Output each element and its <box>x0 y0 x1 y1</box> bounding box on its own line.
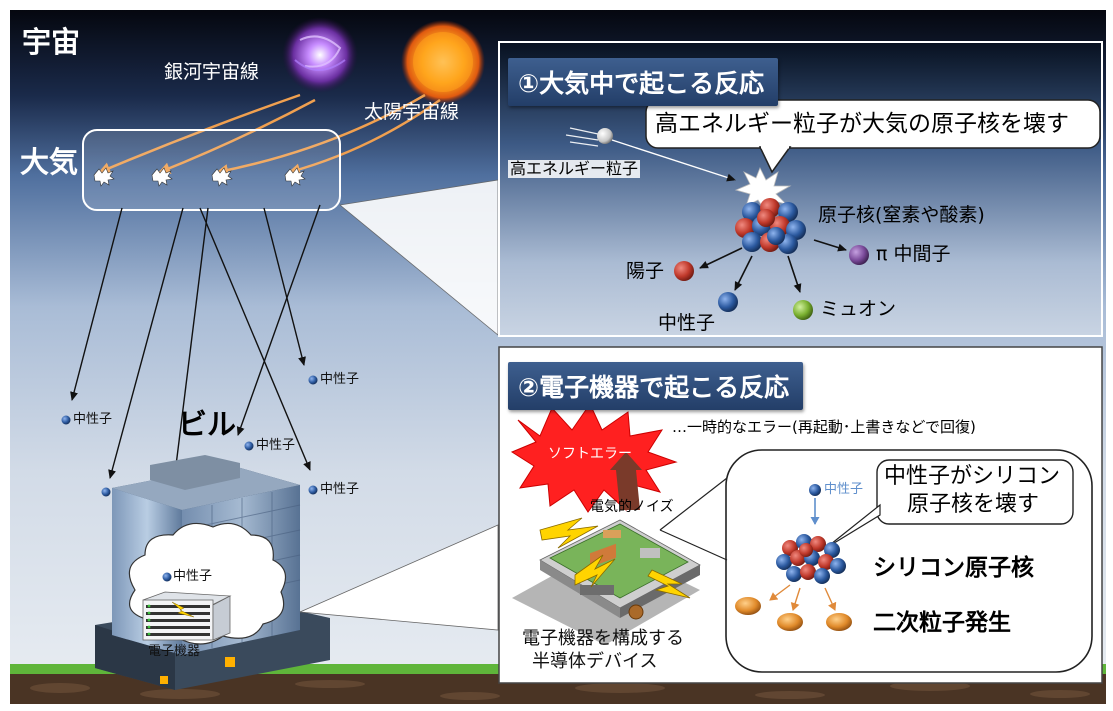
secondary-particle-arrows <box>769 584 837 611</box>
atmosphere-box <box>82 129 341 211</box>
label-space: 宇宙 <box>22 25 81 59</box>
pion-particle <box>849 245 869 265</box>
label-neutron-left3: 中性子 <box>256 438 296 453</box>
incoming-particle-arrow <box>611 139 736 182</box>
label-neutron-left4: 中性子 <box>320 482 360 497</box>
high-energy-particle-icon <box>565 127 613 147</box>
label-solar-cosmic-rays: 太陽宇宙線 <box>364 101 460 123</box>
label-neutron-p2: 中性子 <box>824 482 864 497</box>
reaction-arrows <box>699 239 847 293</box>
silicon-callout-tail <box>825 503 881 549</box>
label-proton: 陽子 <box>626 260 665 282</box>
panel2-connector <box>299 524 499 631</box>
label-neutron-left1: 中性子 <box>73 412 113 427</box>
cosmic-ray-arrow <box>158 98 316 174</box>
cosmic-ray-arrow <box>98 93 301 174</box>
panel1-title: ①大気中で起こる反応 <box>508 58 779 106</box>
noise-arrow <box>610 452 642 510</box>
label-electronic-device: 電子機器 <box>148 644 201 659</box>
device-caption-line1: 電子機器を構成する <box>522 628 684 649</box>
neutron-dots-left <box>61 375 318 582</box>
panel1-callout-box <box>645 99 1101 149</box>
label-nucleus: 原子核(窒素や酸素) <box>818 204 985 226</box>
cosmic-ray-arrows <box>98 93 441 176</box>
soil-texture <box>30 680 1090 700</box>
label-high-energy-particle: 高エネルギー粒子 <box>508 159 641 178</box>
silicon-callout-line1: 中性子がシリコン <box>884 464 1061 489</box>
collision-burst-icons <box>93 167 306 187</box>
label-neutron-left2: 中性子 <box>320 372 360 387</box>
label-secondary-particles: 二次粒子発生 <box>873 610 1011 636</box>
cosmic-ray-arrow <box>288 98 441 176</box>
label-atmosphere: 大気 <box>20 145 79 179</box>
label-silicon-nucleus: シリコン原子核 <box>873 555 1034 581</box>
circuit-board-icon <box>512 519 701 645</box>
label-building: ビル <box>178 407 237 441</box>
galaxy-icon <box>282 17 358 93</box>
panel1-callout-text: 高エネルギー粒子が大気の原子核を壊す <box>655 111 1069 137</box>
atomic-nucleus-icon <box>735 198 806 254</box>
lightning-icons <box>539 517 691 599</box>
server-rack-icon <box>142 591 232 641</box>
neutron-particle <box>718 292 738 312</box>
silicon-callout-box <box>876 459 1074 525</box>
proton-particle <box>674 261 694 281</box>
label-muon: ミュオン <box>820 298 897 320</box>
label-electrical-noise: 電気的ノイズ <box>590 499 674 515</box>
panel2-title: ②電子機器で起こる反応 <box>508 362 804 410</box>
muon-particle <box>793 300 813 320</box>
device-caption-line2: 半導体デバイス <box>532 651 658 672</box>
label-neutron-p1: 中性子 <box>658 312 716 334</box>
cosmic-ray-arrow <box>216 93 426 176</box>
silicon-callout-line2: 原子核を壊す <box>907 492 1040 517</box>
label-pion: π 中間子 <box>876 243 951 265</box>
label-galactic-cosmic-rays: 銀河宇宙線 <box>164 61 260 83</box>
silicon-nucleus-icon <box>776 534 846 584</box>
neutron-particle-panel2 <box>809 484 821 496</box>
label-soft-error-note: …一時的なエラー(再起動･上書きなどで回復) <box>672 418 976 436</box>
secondary-particles <box>735 597 852 631</box>
label-neutron-cloud: 中性子 <box>173 569 213 584</box>
label-soft-error: ソフトエラー <box>548 446 632 462</box>
sun-icon <box>401 20 485 104</box>
